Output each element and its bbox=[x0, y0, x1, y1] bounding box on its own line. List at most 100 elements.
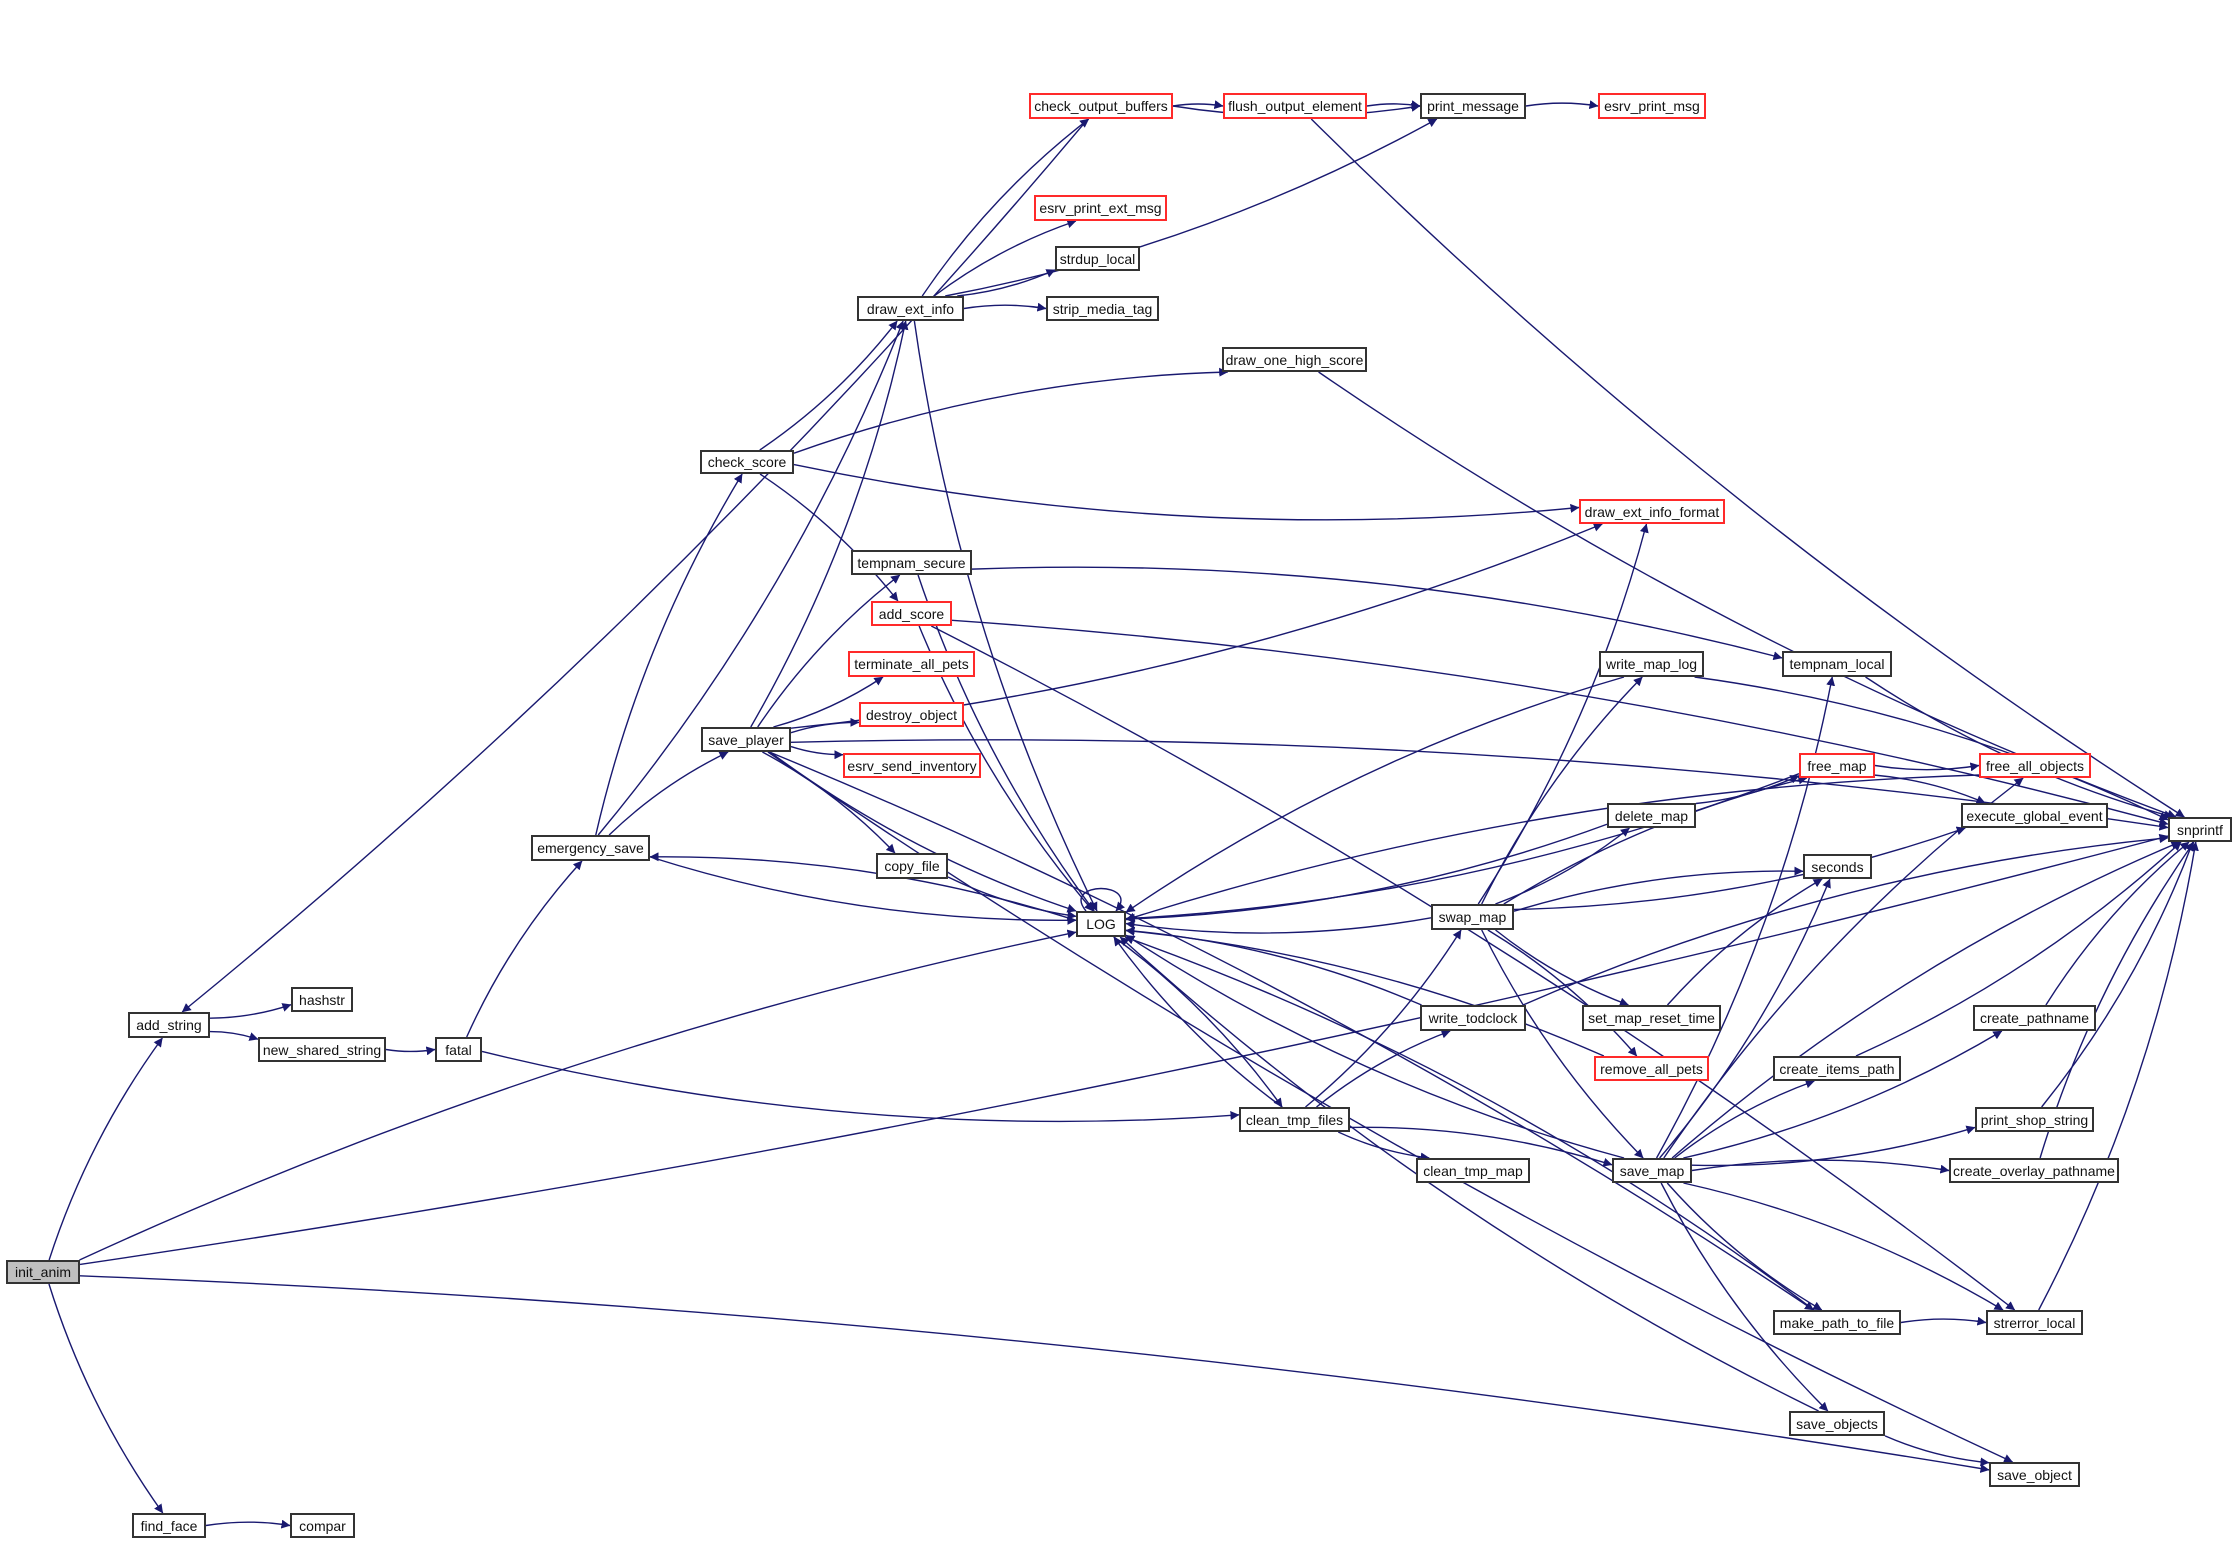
node-label: free_map bbox=[1807, 757, 1867, 774]
node-remove-all-pets[interactable]: remove_all_pets bbox=[1594, 1056, 1709, 1081]
node-label: fatal bbox=[445, 1041, 472, 1058]
node-write-todclock[interactable]: write_todclock bbox=[1420, 1005, 1526, 1031]
edge-draw-ext-info-to-strip-media-tag bbox=[963, 302, 1047, 312]
node-label: check_output_buffers bbox=[1034, 98, 1168, 114]
edge-fatal-to-emergency-save bbox=[466, 860, 583, 1038]
node-draw-ext-info[interactable]: draw_ext_info bbox=[857, 296, 964, 321]
node-free-map[interactable]: free_map bbox=[1799, 753, 1875, 778]
node-compar[interactable]: compar bbox=[290, 1513, 355, 1538]
node-create-items-path[interactable]: create_items_path bbox=[1773, 1056, 1901, 1081]
node-label: write_todclock bbox=[1428, 1010, 1518, 1026]
node-add-string[interactable]: add_string bbox=[128, 1012, 210, 1038]
edge-create-pathname-to-snprintf bbox=[2045, 841, 2190, 1006]
node-save-player[interactable]: save_player bbox=[701, 727, 791, 752]
node-label: draw_one_high_score bbox=[1225, 351, 1364, 368]
node-esrv-send-inventory[interactable]: esrv_send_inventory bbox=[843, 753, 981, 778]
node-delete-map[interactable]: delete_map bbox=[1607, 803, 1696, 828]
node-destroy-object[interactable]: destroy_object bbox=[859, 702, 964, 727]
node-save-object[interactable]: save_object bbox=[1989, 1462, 2080, 1487]
node-strerror-local[interactable]: strerror_local bbox=[1986, 1310, 2083, 1335]
node-add-score[interactable]: add_score bbox=[871, 601, 952, 626]
node-label: create_items_path bbox=[1779, 1060, 1895, 1077]
node-terminate-all-pets[interactable]: terminate_all_pets bbox=[848, 651, 975, 677]
edge-save-player-to-snprintf bbox=[790, 739, 2169, 831]
node-label: draw_ext_info bbox=[866, 300, 955, 317]
node-seconds[interactable]: seconds bbox=[1803, 854, 1872, 879]
node-label: delete_map bbox=[1614, 807, 1689, 824]
edge-init-anim-to-log bbox=[79, 929, 1077, 1261]
node-label: free_all_objects bbox=[1985, 757, 2085, 774]
node-label: write_map_log bbox=[1605, 656, 1698, 672]
node-log[interactable]: LOG bbox=[1076, 911, 1126, 937]
node-save-objects[interactable]: save_objects bbox=[1789, 1411, 1885, 1436]
node-write-map-log[interactable]: write_map_log bbox=[1599, 651, 1704, 677]
node-label: copy_file bbox=[884, 858, 940, 874]
node-label: snprintf bbox=[2177, 821, 2223, 838]
node-label: destroy_object bbox=[865, 706, 958, 723]
node-find-face[interactable]: find_face bbox=[132, 1513, 206, 1538]
node-label: tempnam_secure bbox=[857, 554, 966, 571]
node-print-message[interactable]: print_message bbox=[1420, 93, 1526, 119]
node-label: compar bbox=[299, 1517, 346, 1534]
node-label: strdup_local bbox=[1059, 250, 1136, 267]
node-label: print_shop_string bbox=[1980, 1111, 2089, 1128]
edge-emergency-save-to-draw-ext-info bbox=[597, 320, 905, 836]
node-create-pathname[interactable]: create_pathname bbox=[1973, 1005, 2096, 1031]
node-snprintf[interactable]: snprintf bbox=[2168, 817, 2232, 842]
edge-save-map-to-snprintf bbox=[1671, 841, 2181, 1159]
node-label: seconds bbox=[1811, 858, 1864, 875]
edge-swap-map-to-execute-global-event bbox=[1513, 826, 1966, 911]
node-new-shared-string[interactable]: new_shared_string bbox=[258, 1037, 386, 1062]
node-make-path-to-file[interactable]: make_path_to_file bbox=[1773, 1310, 1901, 1335]
edge-init-anim-to-add-string bbox=[48, 1037, 163, 1261]
edge-print-message-to-esrv-print-msg bbox=[1525, 100, 1599, 110]
edge-clean-tmp-files-to-swap-map bbox=[1305, 929, 1462, 1108]
edge-save-player-to-draw-ext-info bbox=[750, 320, 909, 728]
node-label: esrv_print_msg bbox=[1604, 98, 1700, 114]
node-hashstr[interactable]: hashstr bbox=[291, 987, 353, 1012]
node-free-all-objects[interactable]: free_all_objects bbox=[1979, 753, 2091, 778]
node-label: check_score bbox=[707, 454, 787, 470]
node-esrv-print-msg[interactable]: esrv_print_msg bbox=[1598, 93, 1706, 119]
node-label: make_path_to_file bbox=[1779, 1314, 1895, 1331]
node-create-overlay-pathname[interactable]: create_overlay_pathname bbox=[1949, 1158, 2119, 1183]
node-save-map[interactable]: save_map bbox=[1612, 1158, 1692, 1183]
node-strdup-local[interactable]: strdup_local bbox=[1055, 246, 1140, 271]
edge-swap-map-to-set-map-reset-time bbox=[1495, 929, 1629, 1007]
node-fatal[interactable]: fatal bbox=[435, 1037, 482, 1062]
edge-find-face-to-compar bbox=[205, 1519, 291, 1529]
node-swap-map[interactable]: swap_map bbox=[1431, 904, 1514, 930]
node-copy-file[interactable]: copy_file bbox=[876, 853, 948, 879]
node-execute-global-event[interactable]: execute_global_event bbox=[1961, 803, 2108, 828]
edge-strerror-local-to-snprintf bbox=[2038, 841, 2199, 1311]
node-check-output-buffers[interactable]: check_output_buffers bbox=[1029, 93, 1173, 119]
edge-save-map-to-create-items-path bbox=[1674, 1079, 1815, 1159]
edge-draw-ext-info-to-strdup-local bbox=[957, 269, 1056, 297]
node-esrv-print-ext-msg[interactable]: esrv_print_ext_msg bbox=[1034, 195, 1167, 221]
node-draw-one-high-score[interactable]: draw_one_high_score bbox=[1222, 347, 1367, 372]
node-print-shop-string[interactable]: print_shop_string bbox=[1975, 1107, 2094, 1132]
node-tempnam-secure[interactable]: tempnam_secure bbox=[851, 550, 972, 575]
edge-free-map-to-free-all-objects bbox=[1874, 762, 1980, 772]
node-label: create_pathname bbox=[1980, 1010, 2089, 1026]
node-emergency-save[interactable]: emergency_save bbox=[531, 835, 650, 861]
node-clean-tmp-files[interactable]: clean_tmp_files bbox=[1239, 1107, 1350, 1132]
node-set-map-reset-time[interactable]: set_map_reset_time bbox=[1582, 1005, 1721, 1031]
edge-save-map-to-create-pathname bbox=[1683, 1030, 2003, 1159]
edge-log-to-emergency-save bbox=[649, 852, 1077, 921]
node-init-anim[interactable]: init_anim bbox=[6, 1260, 80, 1284]
node-check-score[interactable]: check_score bbox=[700, 450, 794, 474]
edge-check-output-buffers-to-flush-output-element bbox=[1172, 100, 1224, 110]
edge-save-map-to-strerror-local bbox=[1683, 1182, 2004, 1311]
node-draw-ext-info-format[interactable]: draw_ext_info_format bbox=[1579, 499, 1725, 524]
node-label: save_player bbox=[708, 731, 784, 748]
node-flush-output-element[interactable]: flush_output_element bbox=[1223, 93, 1367, 119]
node-label: esrv_print_ext_msg bbox=[1039, 200, 1162, 216]
edge-init-anim-to-find-face bbox=[48, 1283, 164, 1514]
node-clean-tmp-map[interactable]: clean_tmp_map bbox=[1416, 1158, 1530, 1183]
node-tempnam-local[interactable]: tempnam_local bbox=[1782, 651, 1892, 677]
edge-emergency-save-to-log bbox=[649, 856, 1077, 925]
node-strip-media-tag[interactable]: strip_media_tag bbox=[1046, 296, 1159, 321]
node-label: set_map_reset_time bbox=[1588, 1010, 1715, 1026]
